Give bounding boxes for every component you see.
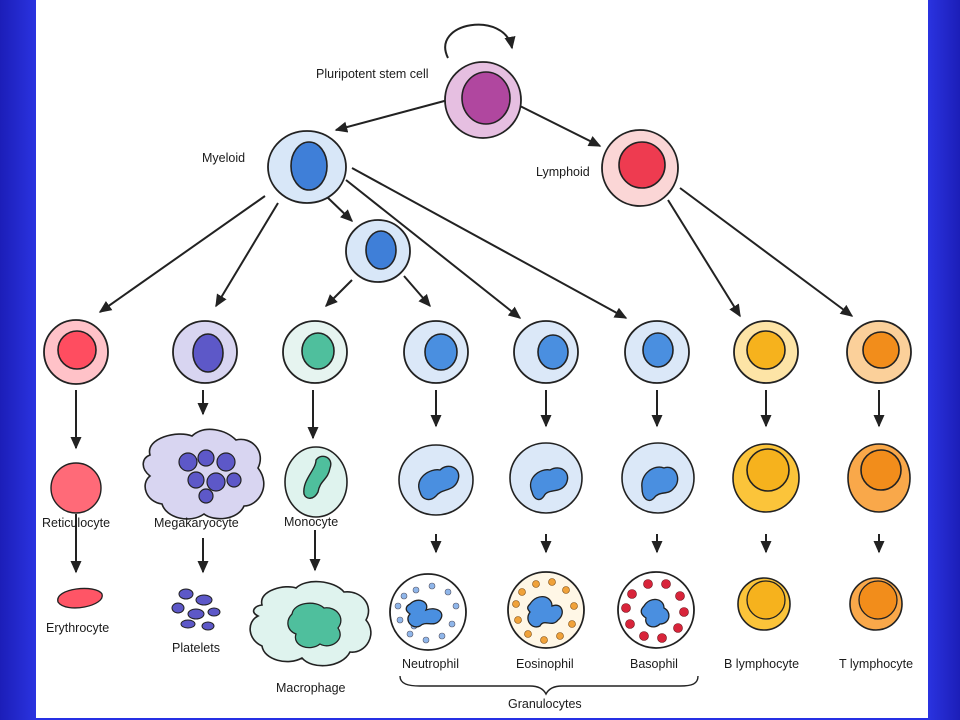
megakaryocyte-cell (142, 428, 265, 520)
neutrophil-metamyelocyte (398, 444, 474, 516)
myeloid-progenitor-cell (267, 130, 347, 204)
label-erythrocyte: Erythrocyte (46, 621, 109, 635)
label-monocyte: Monocyte (284, 515, 338, 529)
red-cell-precursor (43, 319, 109, 385)
basophil-metamyelocyte (621, 442, 695, 514)
basophil-myeloblast (624, 320, 690, 384)
erythrocyte-cell (57, 587, 103, 609)
arrow-stem-to-myeloid (334, 99, 449, 133)
label-myeloid: Myeloid (202, 151, 245, 165)
label-platelets: Platelets (172, 641, 220, 655)
eosinophil-cell (507, 571, 585, 649)
granulocytes-bracket (399, 675, 699, 696)
arrow-progenitor-to-monoblast (325, 279, 353, 307)
label-t-lymphocyte: T lymphocyte (839, 657, 913, 671)
arrow-myeloid-to-red-precursor (98, 195, 266, 313)
arrow-lymphoid-to-b (667, 199, 741, 318)
arrow-stem-to-lymphoid (519, 105, 602, 147)
slide-left-border (0, 0, 36, 720)
t-lymphoblast (846, 320, 912, 384)
monocyte-cell (284, 446, 348, 518)
basophil-cell (617, 571, 695, 649)
arrow-myeloid-to-megakaryoblast (215, 202, 279, 308)
label-megakaryocyte: Megakaryocyte (154, 516, 239, 530)
label-reticulocyte: Reticulocyte (42, 516, 110, 530)
slide-right-border (928, 0, 960, 720)
neutrophil-myeloblast (403, 320, 469, 384)
arrow-progenitor-to-myeloblast (403, 275, 431, 308)
label-neutrophil: Neutrophil (402, 657, 459, 671)
arrows (70, 99, 885, 574)
arrow-myeloid-to-progenitor (325, 195, 354, 222)
arrow-myeloid-to-eosinophil-precursor (345, 179, 522, 319)
reticulocyte-cell (50, 462, 102, 514)
b-lymphocyte-cell (737, 577, 791, 631)
megakaryoblast (172, 320, 238, 384)
eosinophil-metamyelocyte (509, 442, 583, 514)
eosinophil-myeloblast (513, 320, 579, 384)
t-lymphocyte-precursor (847, 443, 911, 513)
label-basophil: Basophil (630, 657, 678, 671)
monoblast (282, 320, 348, 384)
macrophage-cell (249, 580, 372, 667)
arrow-myeloid-to-basophil-precursor (351, 167, 628, 319)
platelets-group (171, 588, 221, 631)
self-renewal-arrow (444, 23, 516, 59)
label-macrophage: Macrophage (276, 681, 346, 695)
b-lymphocyte-precursor (732, 443, 800, 513)
pluripotent-stem-cell (444, 61, 522, 139)
t-lymphocyte-cell (849, 577, 903, 631)
label-granulocytes: Granulocytes (508, 697, 582, 711)
b-lymphoblast (733, 320, 799, 384)
lymphoid-progenitor-cell (601, 129, 679, 207)
label-b-lymphocyte: B lymphocyte (724, 657, 799, 671)
granulocyte-monocyte-progenitor-cell (345, 219, 411, 283)
label-pluripotent-stem-cell: Pluripotent stem cell (316, 67, 429, 81)
arrow-lymphoid-to-t (679, 187, 854, 317)
label-eosinophil: Eosinophil (516, 657, 574, 671)
label-lymphoid: Lymphoid (536, 165, 590, 179)
neutrophil-cell (389, 573, 467, 651)
